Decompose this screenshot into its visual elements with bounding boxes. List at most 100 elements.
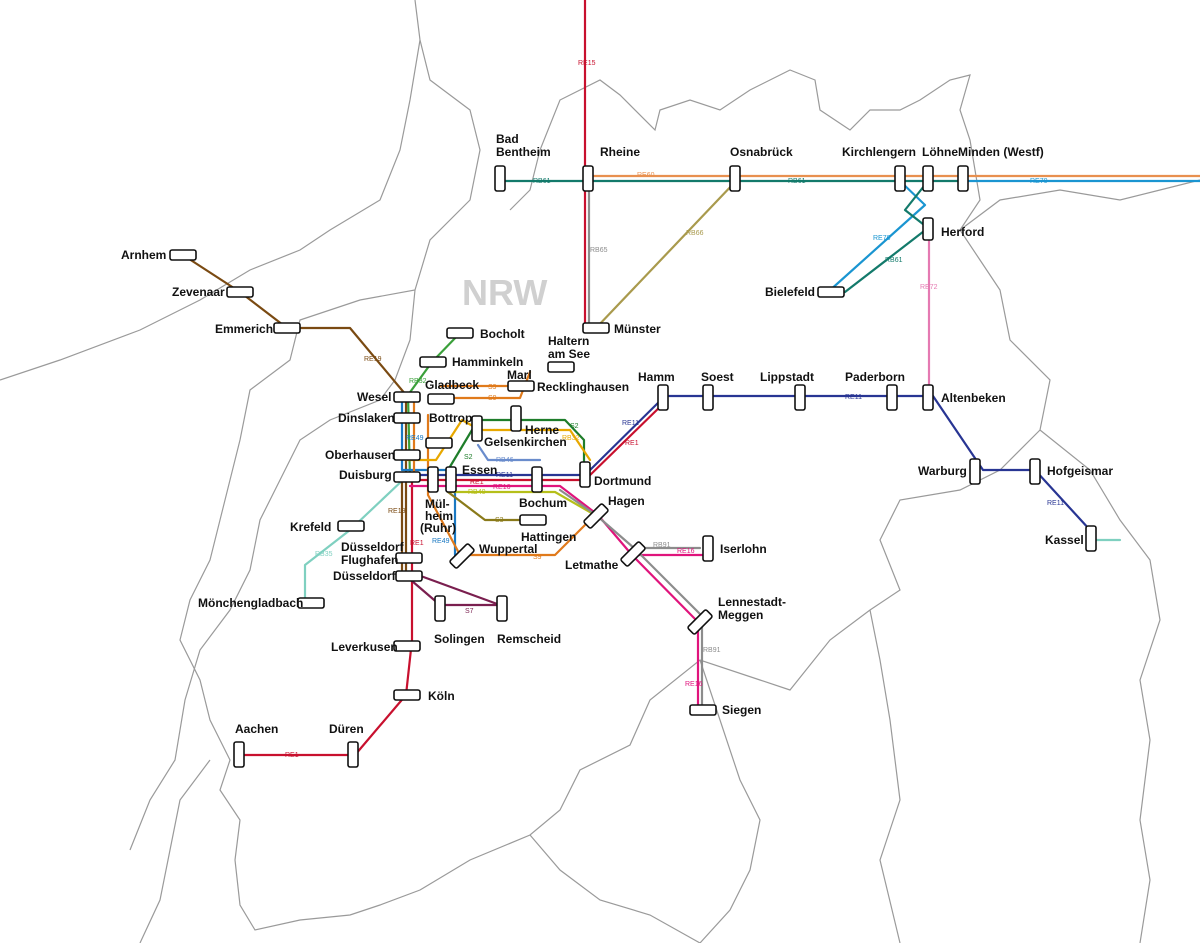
- stop-essen[interactable]: [445, 466, 457, 493]
- stop-recklinghausen[interactable]: [510, 405, 522, 432]
- label-re60: RE60: [637, 172, 655, 179]
- stop-gladbeck[interactable]: [427, 393, 455, 405]
- stop-emmerich[interactable]: [273, 322, 301, 334]
- label-re1d: RE1: [285, 752, 299, 759]
- stop-bielefeld[interactable]: [817, 286, 845, 298]
- stop-krefeld[interactable]: [337, 520, 365, 532]
- label-paderborn: Paderborn: [845, 370, 905, 384]
- nl-outline: [0, 39, 421, 381]
- label-bottrop: Bottrop: [429, 411, 472, 425]
- label-remscheid: Remscheid: [497, 632, 561, 646]
- label-soest: Soest: [701, 370, 734, 384]
- stop-warburg[interactable]: [969, 458, 981, 485]
- stop-dueren[interactable]: [347, 741, 359, 768]
- stop-paderborn[interactable]: [886, 384, 898, 411]
- stop-lennestadt[interactable]: [687, 609, 713, 635]
- stop-gelsenkirchen[interactable]: [471, 415, 483, 442]
- stop-aachen[interactable]: [233, 741, 245, 768]
- label-re19a: RE19: [364, 356, 382, 363]
- label-rb91a: RB91: [653, 542, 671, 549]
- label-dueren: Düren: [329, 722, 364, 736]
- stop-soest[interactable]: [702, 384, 714, 411]
- label-bad-bentheim-2: Bentheim: [496, 145, 551, 159]
- stop-letmathe[interactable]: [620, 541, 646, 567]
- stop-muelheim[interactable]: [427, 466, 439, 493]
- stop-bottrop[interactable]: [425, 437, 453, 449]
- stop-loehne[interactable]: [922, 165, 934, 192]
- label-s2a: S2: [570, 423, 579, 430]
- stop-kassel[interactable]: [1085, 525, 1097, 552]
- label-dinslaken: Dinslaken: [338, 411, 395, 425]
- se-border: [869, 609, 901, 943]
- label-duisburg: Duisburg: [339, 468, 392, 482]
- stop-leverkusen[interactable]: [393, 640, 421, 652]
- nrw-border: [179, 0, 1051, 931]
- stop-muenster[interactable]: [582, 322, 610, 334]
- stop-kirchlengern[interactable]: [894, 165, 906, 192]
- label-rheine: Rheine: [600, 145, 640, 159]
- label-hattingen: Hattingen: [521, 530, 576, 544]
- stop-dinslaken[interactable]: [393, 412, 421, 424]
- label-s2b: S2: [464, 454, 473, 461]
- stop-remscheid[interactable]: [496, 595, 508, 622]
- label-bielefeld: Bielefeld: [765, 285, 815, 299]
- stop-iserlohn[interactable]: [702, 535, 714, 562]
- stop-bad-bentheim[interactable]: [494, 165, 506, 192]
- label-s9b: S9: [488, 395, 497, 402]
- stop-hofgeismar[interactable]: [1029, 458, 1041, 485]
- label-hofgeismar: Hofgeismar: [1047, 464, 1113, 478]
- label-essen: Essen: [462, 463, 497, 477]
- stop-moenchengladbach[interactable]: [297, 597, 325, 609]
- stop-hagen[interactable]: [583, 503, 609, 529]
- label-lippstadt: Lippstadt: [760, 370, 814, 384]
- stop-oberhausen[interactable]: [393, 449, 421, 461]
- label-rb91b: RB91: [703, 647, 721, 654]
- hesse-border: [699, 659, 761, 943]
- stop-herford[interactable]: [922, 217, 934, 241]
- stop-duesseldorf[interactable]: [395, 570, 423, 582]
- rb32b-line: [404, 418, 592, 462]
- region-label: NRW: [462, 272, 547, 313]
- label-rb65: RB65: [590, 247, 608, 254]
- stop-lippstadt[interactable]: [794, 384, 806, 411]
- label-kirchlengern: Kirchlengern: [842, 145, 916, 159]
- label-s3: S3: [495, 517, 504, 524]
- label-siegen: Siegen: [722, 703, 761, 717]
- label-wuppertal: Wuppertal: [479, 542, 537, 556]
- stop-bochum[interactable]: [531, 466, 543, 493]
- label-re19b: RE19: [388, 508, 406, 515]
- stop-minden[interactable]: [957, 165, 969, 192]
- s3-line: [446, 490, 522, 522]
- stop-bocholt[interactable]: [446, 327, 474, 339]
- stop-duesseldorf-flughafen[interactable]: [395, 552, 423, 564]
- label-warburg: Warburg: [918, 464, 967, 478]
- label-re70b: RE70: [873, 235, 891, 242]
- stop-duisburg[interactable]: [393, 471, 421, 483]
- stop-hattingen[interactable]: [519, 514, 547, 526]
- stop-arnhem[interactable]: [169, 249, 197, 261]
- label-moenchengladbach: Mönchengladbach: [198, 596, 303, 610]
- label-re11d: RE11: [1047, 500, 1064, 507]
- label-re11a: RE11: [622, 420, 639, 427]
- label-muelheim-1: Mül-: [425, 497, 450, 511]
- label-hamm: Hamm: [638, 370, 675, 384]
- rb61-bielefeld-line: [843, 179, 930, 294]
- stop-hamminkeln[interactable]: [419, 356, 447, 368]
- stop-wesel[interactable]: [393, 391, 421, 403]
- stop-zevenaar[interactable]: [226, 286, 254, 298]
- stop-rheine[interactable]: [582, 165, 594, 192]
- netherlands-border: [129, 289, 416, 851]
- stop-osnabrueck[interactable]: [729, 165, 741, 192]
- stop-dortmund[interactable]: [579, 461, 591, 488]
- stop-wuppertal[interactable]: [449, 543, 475, 569]
- stop-haltern[interactable]: [547, 361, 575, 373]
- stop-hamm[interactable]: [657, 384, 669, 411]
- stop-solingen[interactable]: [434, 595, 446, 622]
- label-re1b: RE1: [470, 479, 484, 486]
- stop-marl[interactable]: [507, 380, 535, 392]
- stop-koeln[interactable]: [393, 689, 421, 701]
- stop-siegen[interactable]: [689, 704, 717, 716]
- stop-altenbeken[interactable]: [922, 384, 934, 411]
